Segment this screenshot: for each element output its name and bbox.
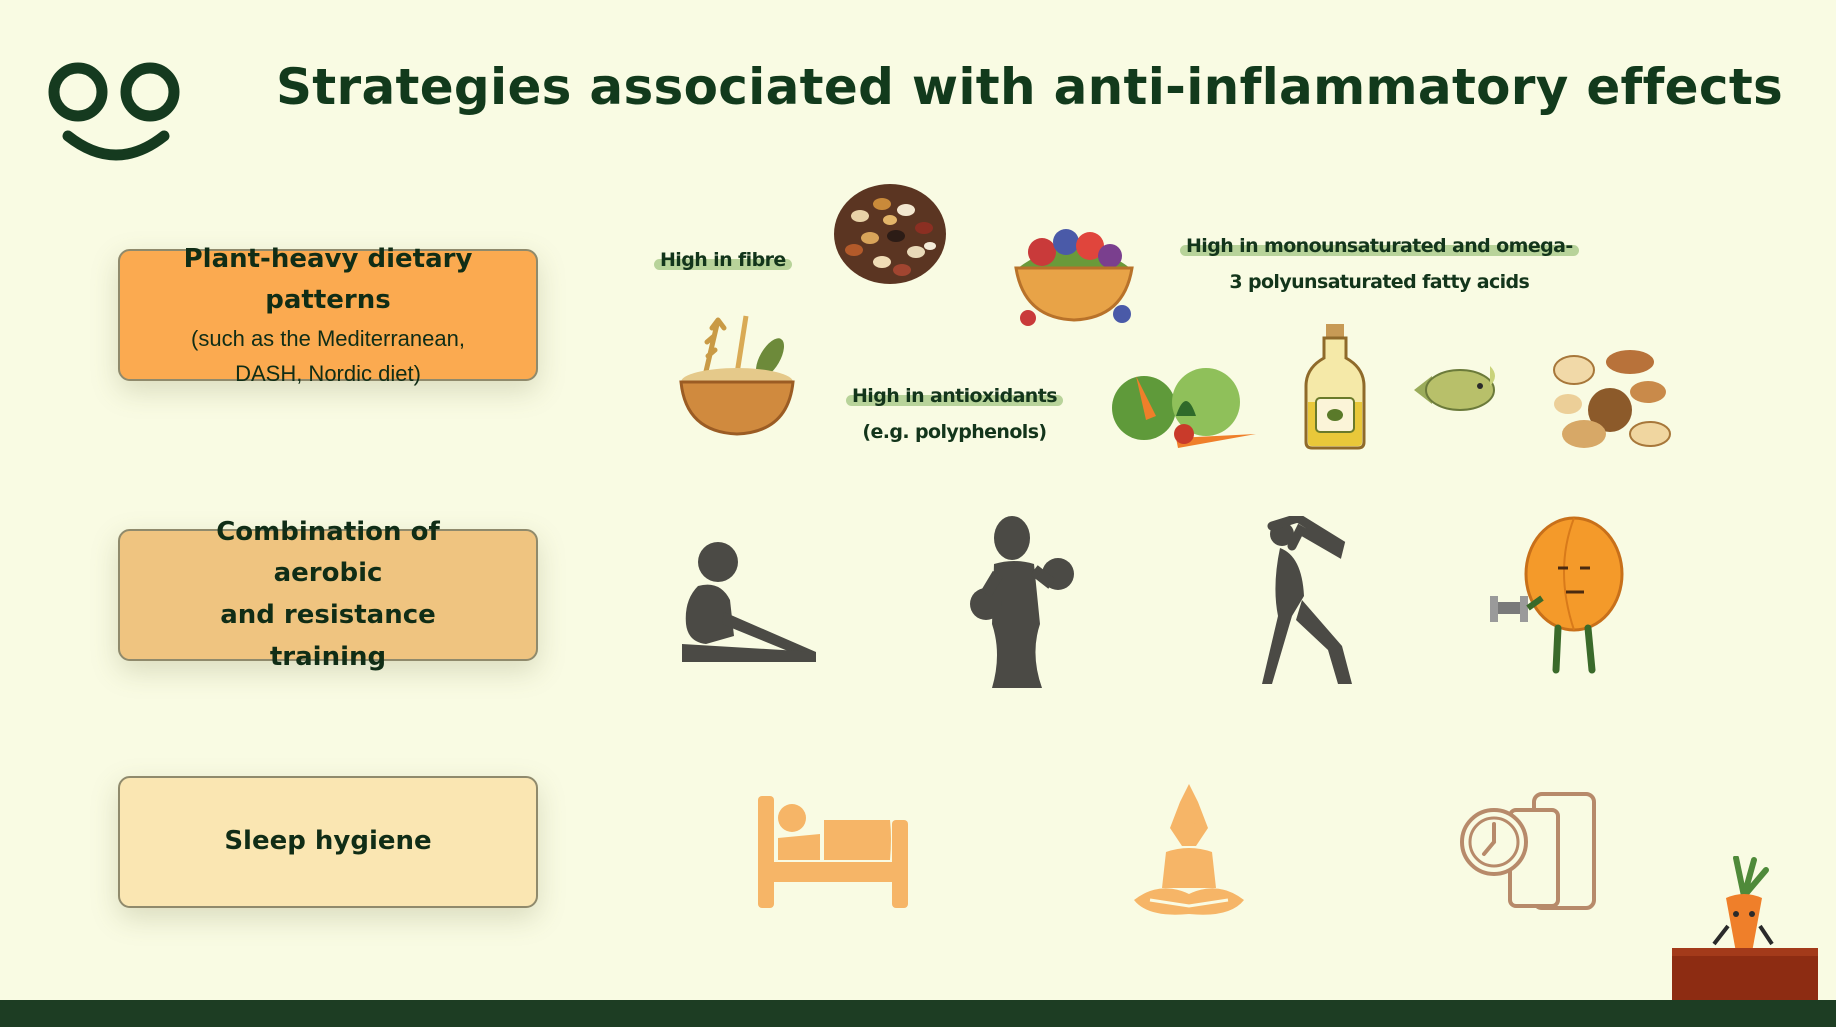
stretching-icon bbox=[682, 542, 816, 662]
tag-antioxidants-line-2: (e.g. polyphenols) bbox=[862, 421, 1047, 443]
strategy-diet-detail-2: DASH, Nordic diet) bbox=[235, 360, 421, 386]
tag-antioxidants-line-1: High in antioxidants bbox=[846, 378, 1063, 414]
strategy-card-exercise: Combination of aerobic and resistance tr… bbox=[118, 517, 538, 672]
tag-antioxidants: High in antioxidants (e.g. polyphenols) bbox=[846, 378, 1063, 450]
tag-fibre: High in fibre bbox=[654, 242, 792, 278]
dancer-icon bbox=[1262, 516, 1352, 684]
strategy-card-diet: Plant-heavy dietary patterns (such as th… bbox=[118, 244, 538, 386]
strategy-diet-detail-1: (such as the Mediterranean, bbox=[191, 325, 465, 351]
dumbbell-mascot-icon bbox=[1490, 516, 1624, 674]
nuts-icon bbox=[1553, 350, 1671, 448]
grain-bowl-icon bbox=[679, 315, 795, 436]
bed-icon bbox=[758, 796, 908, 908]
meditation-icon bbox=[1134, 784, 1244, 915]
olive-oil-icon bbox=[1304, 324, 1366, 450]
tag-fatty-line-1: High in monounsaturated and omega- bbox=[1180, 228, 1579, 264]
fish-icon bbox=[1414, 366, 1495, 411]
tag-fatty-acids: High in monounsaturated and omega- 3 pol… bbox=[1180, 228, 1579, 300]
strategy-exercise-line-2: and resistance training bbox=[220, 600, 436, 672]
strategy-exercise-line-1: Combination of aerobic bbox=[216, 516, 440, 589]
footer-bar bbox=[0, 1000, 1836, 1027]
tag-fatty-line-2: 3 polyunsaturated fatty acids bbox=[1229, 271, 1530, 293]
vegetables-icon bbox=[1112, 368, 1256, 448]
boxer-icon bbox=[970, 516, 1074, 688]
carrot-mascot-icon bbox=[1672, 856, 1818, 1002]
strategy-card-sleep: Sleep hygiene bbox=[118, 776, 538, 908]
fruit-bowl-icon bbox=[1014, 229, 1134, 326]
smile-logo-icon bbox=[48, 62, 180, 161]
legumes-icon bbox=[834, 184, 946, 284]
strategy-sleep-title: Sleep hygiene bbox=[224, 826, 432, 857]
page-title: Strategies associated with anti-inflamma… bbox=[276, 58, 1784, 116]
clock-phone-icon bbox=[1460, 792, 1596, 910]
strategy-diet-title: Plant-heavy dietary patterns bbox=[183, 243, 473, 316]
